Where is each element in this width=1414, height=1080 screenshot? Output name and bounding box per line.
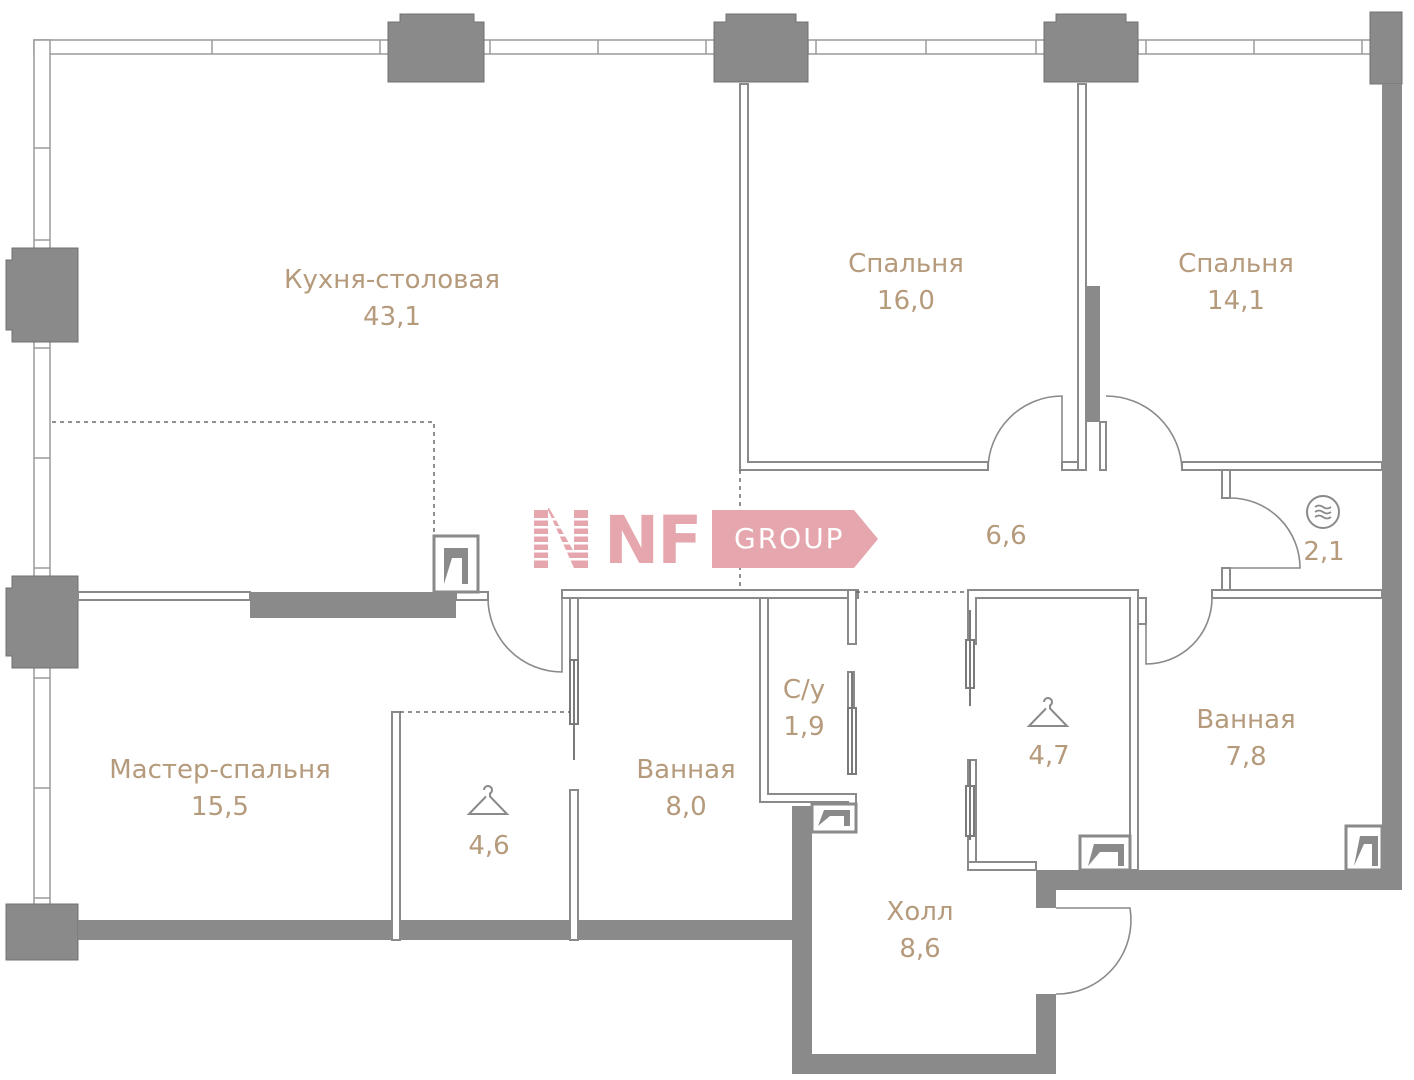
left-window-strip xyxy=(33,39,51,911)
hanger-icon xyxy=(1026,694,1070,732)
room-hall: Холл 8,6 xyxy=(887,894,954,968)
top-window-strip xyxy=(33,39,1373,55)
room-bathroom-7-8: Ванная 7,8 xyxy=(1196,702,1295,776)
laundry-icon xyxy=(1305,494,1341,530)
room-area: 4,6 xyxy=(468,831,510,861)
logo-group: GROUP xyxy=(734,522,845,555)
room-master-bedroom: Мастер-спальня 15,5 xyxy=(109,752,331,826)
room-name: Мастер-спальня xyxy=(109,755,331,785)
room-corridor: 6,6 xyxy=(985,518,1026,555)
room-area: 14,1 xyxy=(1207,286,1265,316)
room-area: 7,8 xyxy=(1225,742,1267,772)
room-name: Ванная xyxy=(636,755,736,785)
room-area: 6,6 xyxy=(985,521,1027,551)
room-name: Ванная xyxy=(1196,705,1296,735)
room-area: 16,0 xyxy=(877,286,935,316)
room-name: Спальня xyxy=(848,249,964,279)
columns xyxy=(5,11,1403,961)
room-wardrobe-4-7: 4,7 xyxy=(1028,738,1069,775)
room-kitchen-dining: Кухня-столовая 43,1 xyxy=(284,262,500,336)
room-name: Холл xyxy=(886,897,954,927)
watermark-logo: NF GROUP xyxy=(534,502,880,579)
room-area: 15,5 xyxy=(191,792,249,822)
room-area: 8,6 xyxy=(899,934,941,964)
room-laundry: 2,1 xyxy=(1303,534,1344,571)
room-area: 1,9 xyxy=(783,712,825,742)
room-name: Кухня-столовая xyxy=(283,265,501,295)
room-name: С/у xyxy=(782,675,826,705)
exterior-walls xyxy=(78,84,1402,1074)
room-wardrobe-4-6: 4,6 xyxy=(468,828,509,865)
room-bedroom-2: Спальня 14,1 xyxy=(1178,246,1294,320)
room-bedroom-1: Спальня 16,0 xyxy=(848,246,964,320)
hanger-icon xyxy=(466,782,510,820)
sliding-doors xyxy=(569,610,975,840)
logo-mark: NF xyxy=(604,502,702,579)
room-name: Спальня xyxy=(1178,249,1294,279)
logo-mark-graphic xyxy=(534,506,878,568)
room-wc: С/у 1,9 xyxy=(783,672,825,746)
swing-doors xyxy=(487,395,1301,995)
room-area: 4,7 xyxy=(1028,741,1070,771)
room-bathroom-8-0: Ванная 8,0 xyxy=(636,752,735,826)
room-area: 43,1 xyxy=(363,302,421,332)
room-area: 8,0 xyxy=(665,792,707,822)
shafts xyxy=(432,534,1384,872)
room-area: 2,1 xyxy=(1303,537,1345,567)
